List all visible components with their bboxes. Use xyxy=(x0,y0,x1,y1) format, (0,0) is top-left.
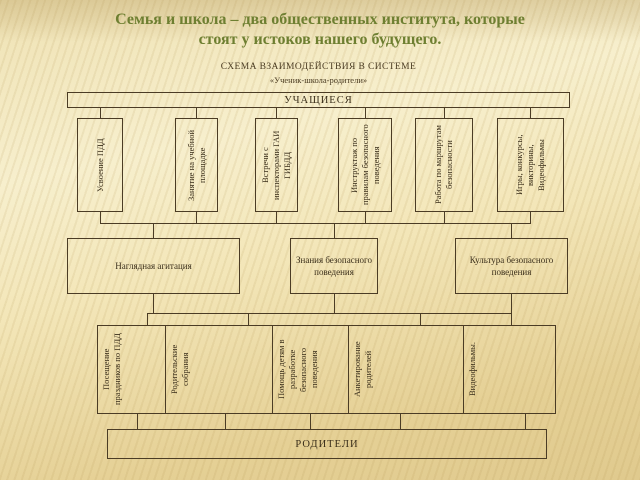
connector-line xyxy=(153,223,154,238)
activity-label: Инструктаж по правилам безопасного повед… xyxy=(348,124,381,206)
diagram-subheading: «Ученик-школа-родители» xyxy=(269,75,368,85)
connector-line xyxy=(153,294,154,313)
slide-title: Семья и школа – два общественных институ… xyxy=(0,10,640,50)
activity-label: Игры, конкурсы, викторины, Видеофильмы xyxy=(514,134,546,196)
connector-line xyxy=(444,212,445,223)
activity-label: Анкетирование родителей xyxy=(352,341,373,398)
parent-activity-box-meetings: Родительские собрания xyxy=(165,325,273,414)
activity-label: Занятие на учебной площадке xyxy=(185,129,207,201)
connector-line xyxy=(444,108,445,118)
activity-box-inspectors: Встречи с инспекторами ГАИ ГИБДД xyxy=(255,118,298,212)
activity-label: Посещение праздников по ПДД xyxy=(101,333,122,406)
connector-line xyxy=(276,212,277,223)
connector-line xyxy=(310,414,311,429)
connector-line xyxy=(276,108,277,118)
activity-box-games: Игры, конкурсы, викторины, Видеофильмы xyxy=(497,118,564,212)
parent-activity-box-videos: Видеофильмы. xyxy=(463,325,556,414)
activity-label: Встречи с инспекторами ГАИ ГИБДД xyxy=(260,130,292,200)
connector-line xyxy=(365,108,366,118)
connector-line xyxy=(100,108,101,118)
connector-line xyxy=(511,223,512,238)
students-header-box: УЧАЩИЕСЯ xyxy=(67,92,570,108)
connector-bus xyxy=(147,313,512,314)
parent-activity-box-help-children: Помощь детям в разработке безопасного по… xyxy=(272,325,349,414)
connector-line xyxy=(137,414,138,429)
parent-activity-box-questionnaires: Анкетирование родителей xyxy=(348,325,464,414)
slide-title-line2: стоят у истоков нашего будущего. xyxy=(198,31,442,48)
activity-label: Видеофильмы. xyxy=(467,342,477,397)
slide-title-line1: Семья и школа – два общественных институ… xyxy=(115,11,525,28)
connector-line xyxy=(334,223,335,238)
outcome-box-safety-culture: Культура безопасного поведения xyxy=(455,238,568,294)
connector-line xyxy=(511,313,512,325)
connector-line xyxy=(100,212,101,223)
outcome-box-visual-agitation: Наглядная агитация xyxy=(67,238,240,294)
connector-line xyxy=(196,108,197,118)
connector-bus xyxy=(100,223,531,224)
parent-activity-box-holidays: Посещение праздников по ПДД xyxy=(97,325,166,414)
activity-label: Усвоение ПДД xyxy=(94,138,105,192)
connector-line xyxy=(147,313,148,325)
connector-line xyxy=(420,313,421,325)
connector-line xyxy=(525,414,526,429)
activity-box-training-ground: Занятие на учебной площадке xyxy=(175,118,218,212)
connector-line xyxy=(530,108,531,118)
activity-box-briefing: Инструктаж по правилам безопасного повед… xyxy=(338,118,392,212)
connector-line xyxy=(365,212,366,223)
activity-box-safety-routes: Работа по маршрутам безопасности xyxy=(415,118,473,212)
connector-line xyxy=(400,414,401,429)
connector-line xyxy=(196,212,197,223)
activity-label: Работа по маршрутам безопасности xyxy=(433,125,454,205)
connector-line xyxy=(530,212,531,223)
activity-label: Помощь детям в разработке безопасного по… xyxy=(276,339,319,400)
activity-label: Родительские собрания xyxy=(169,344,190,395)
outcome-box-safety-knowledge: Знания безопасного поведения xyxy=(290,238,378,294)
parents-footer-box: РОДИТЕЛИ xyxy=(107,429,547,459)
diagram-heading: СХЕМА ВЗАИМОДЕЙСТВИЯ В СИСТЕМЕ xyxy=(220,62,417,72)
connector-line xyxy=(225,414,226,429)
connector-line xyxy=(511,294,512,313)
activity-box-pdd: Усвоение ПДД xyxy=(77,118,123,212)
connector-line xyxy=(248,313,249,325)
connector-line xyxy=(334,294,335,313)
